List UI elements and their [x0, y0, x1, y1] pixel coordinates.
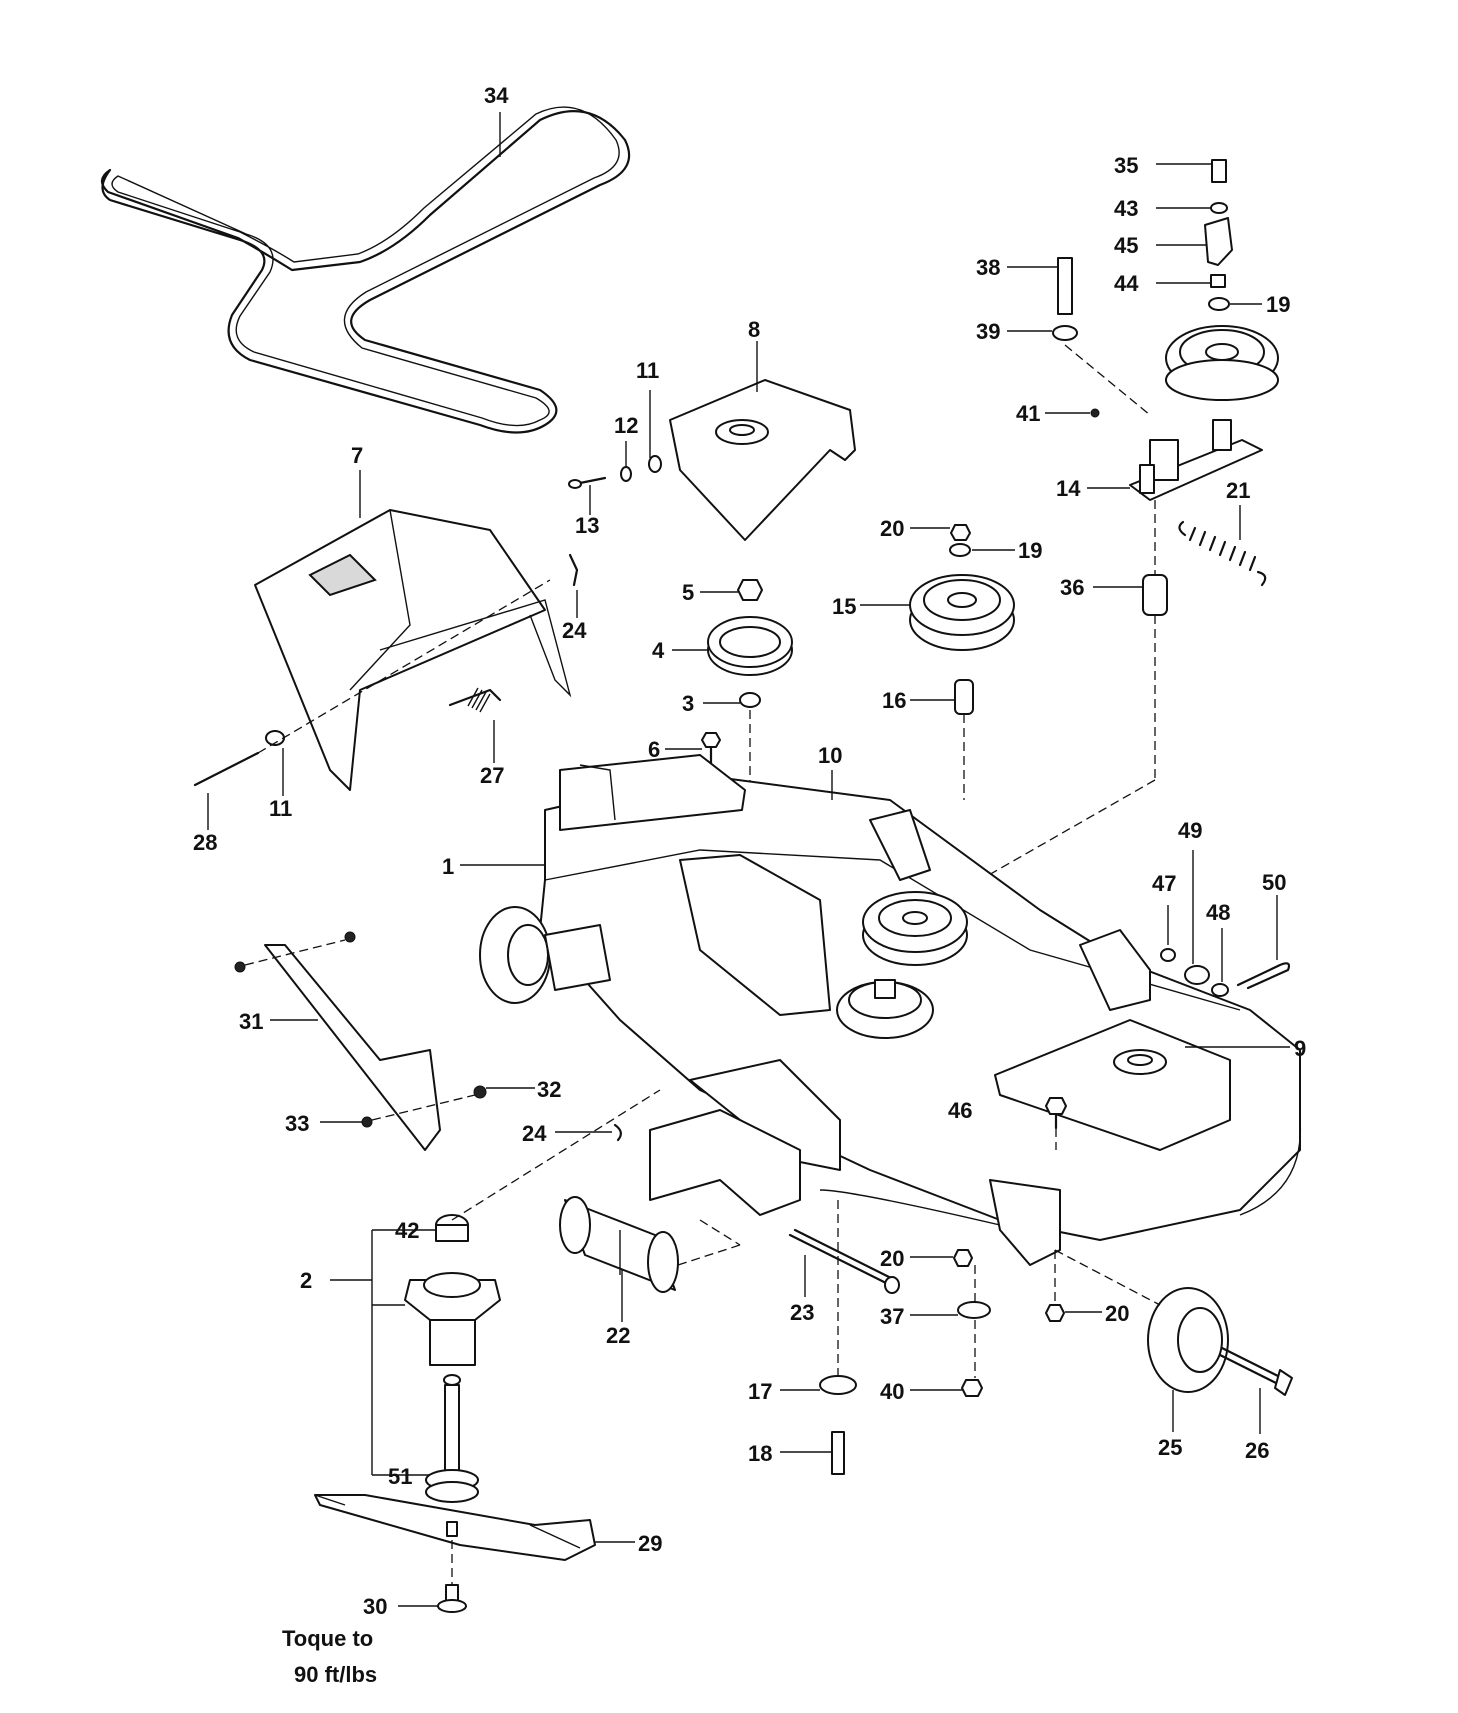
callout-5: 5 [682, 580, 694, 605]
spindle-assembly-2 [330, 1089, 661, 1503]
callout-25: 25 [1158, 1435, 1182, 1460]
spacer-36 [979, 500, 1168, 881]
bolt-46 [1045, 1097, 1067, 1150]
callout-36: 36 [1060, 575, 1084, 600]
callout-45: 45 [1114, 233, 1138, 258]
callout-10: 10 [818, 743, 842, 768]
chute-hardware [193, 553, 579, 830]
callout-3: 3 [682, 691, 694, 716]
front-anti-scalp-wheel [479, 906, 611, 1004]
callout-29: 29 [638, 1531, 662, 1556]
callout-22: 22 [606, 1323, 630, 1348]
torque-note-line2: 90 ft/lbs [294, 1662, 377, 1687]
bolt-assembly-11-12-13 [568, 390, 662, 515]
callout-47: 47 [1152, 871, 1176, 896]
callout-48: 48 [1206, 900, 1230, 925]
torque-note: Toque to 90 ft/lbs [282, 1626, 377, 1687]
callout-labels: 34 35 43 45 38 44 19 39 8 11 12 41 7 14 … [193, 83, 1306, 1619]
callout-33: 33 [285, 1111, 309, 1136]
callout-21: 21 [1226, 478, 1250, 503]
callout-26: 26 [1245, 1438, 1269, 1463]
callout-24: 24 [562, 618, 587, 643]
callout-15: 15 [832, 594, 856, 619]
callout-2: 2 [300, 1268, 312, 1293]
blade-29 [314, 1494, 635, 1561]
callout-17: 17 [748, 1379, 772, 1404]
idler-arm-14 [1045, 408, 1263, 501]
callout-43: 43 [1114, 196, 1138, 221]
callout-46: 46 [948, 1098, 972, 1123]
callout-1: 1 [442, 854, 454, 879]
idler-arm-stack [1156, 159, 1279, 401]
spindle-cover-9 [994, 1019, 1290, 1151]
callout-44: 44 [1114, 271, 1139, 296]
drive-belt-34 [100, 106, 631, 434]
hardware-47-50 [1160, 850, 1291, 997]
spring-21 [1178, 505, 1267, 587]
callout-8: 8 [748, 317, 760, 342]
callout-38: 38 [976, 255, 1000, 280]
bolt-38-washer-39 [1007, 257, 1151, 416]
callout-39: 39 [976, 319, 1000, 344]
baffle-31 [234, 931, 622, 1151]
callout-11: 11 [636, 358, 659, 383]
callout-28: 28 [193, 830, 217, 855]
blade-bolt-30 [398, 1540, 467, 1613]
callout-19: 19 [1018, 538, 1042, 563]
callout-18: 18 [748, 1441, 772, 1466]
callout-11: 11 [269, 796, 292, 821]
callout-20: 20 [1105, 1301, 1129, 1326]
callout-20: 20 [880, 516, 904, 541]
callout-35: 35 [1114, 153, 1138, 178]
torque-note-line1: Toque to [282, 1626, 373, 1651]
callout-13: 13 [575, 513, 599, 538]
callout-31: 31 [239, 1009, 263, 1034]
callout-14: 14 [1056, 476, 1081, 501]
mower-deck-1 [460, 754, 1302, 1266]
callout-37: 37 [880, 1304, 904, 1329]
discharge-chute-7 [254, 470, 572, 791]
callout-32: 32 [537, 1077, 561, 1102]
callout-20: 20 [880, 1246, 904, 1271]
callout-16: 16 [882, 688, 906, 713]
wheel-hardware [780, 1200, 1102, 1475]
callout-23: 23 [790, 1300, 814, 1325]
callout-19: 19 [1266, 292, 1290, 317]
callout-42: 42 [395, 1218, 419, 1243]
callout-24: 24 [522, 1121, 547, 1146]
callout-51: 51 [388, 1464, 412, 1489]
callout-30: 30 [363, 1594, 387, 1619]
belt-cover-8 [669, 341, 856, 541]
callout-9: 9 [1294, 1036, 1306, 1061]
callout-41: 41 [1016, 401, 1040, 426]
callout-34: 34 [484, 83, 509, 108]
callout-4: 4 [652, 638, 665, 663]
callout-7: 7 [351, 443, 363, 468]
roller-22 [559, 1196, 741, 1322]
bolt-23 [788, 1228, 900, 1297]
callout-6: 6 [648, 737, 660, 762]
callout-49: 49 [1178, 818, 1202, 843]
callout-50: 50 [1262, 870, 1286, 895]
idler-pulley-15 [860, 524, 1015, 800]
rear-anti-scalp-wheel-25 [1054, 1249, 1293, 1434]
callout-27: 27 [480, 763, 504, 788]
callout-12: 12 [614, 413, 638, 438]
callout-40: 40 [880, 1379, 904, 1404]
